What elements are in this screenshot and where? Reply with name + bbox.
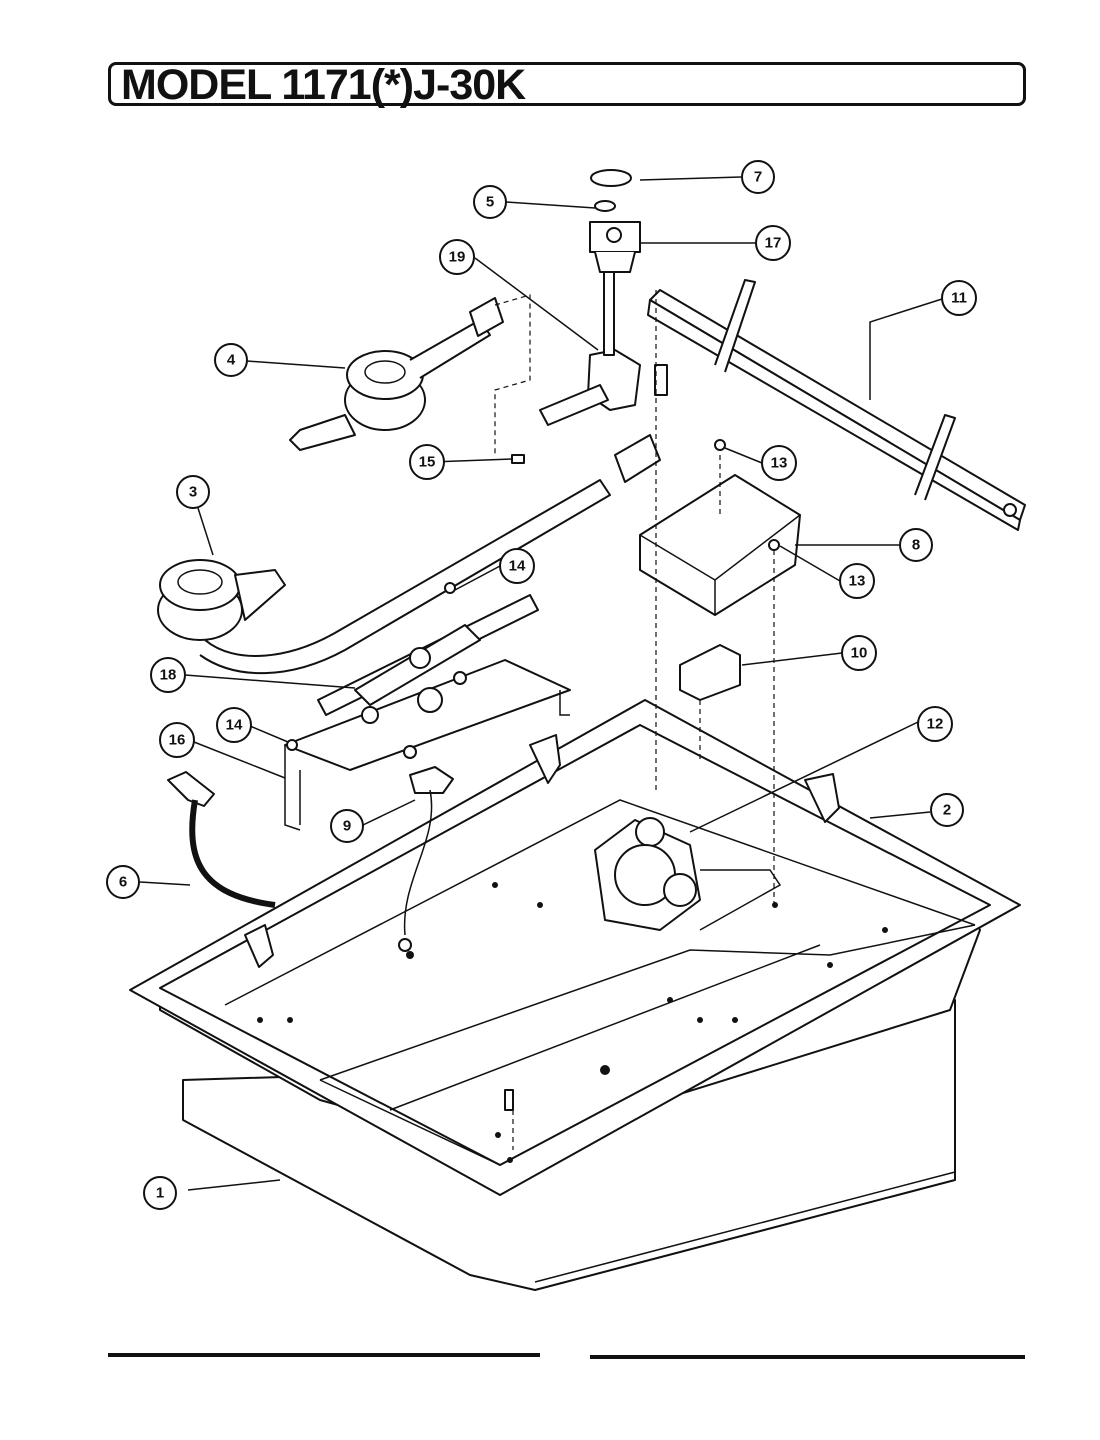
svg-text:13: 13 (849, 573, 866, 590)
svg-text:18: 18 (160, 667, 177, 684)
svg-text:17: 17 (765, 235, 782, 252)
svg-text:14: 14 (509, 558, 526, 575)
callout-4: 4 (214, 343, 248, 377)
power-cord (167, 771, 276, 908)
callout-11: 11 (941, 280, 977, 316)
manifold (647, 279, 1026, 531)
svg-text:15: 15 (419, 454, 436, 471)
svg-text:16: 16 (169, 732, 186, 749)
svg-text:10: 10 (851, 645, 868, 662)
knob-bracket (589, 221, 641, 273)
burner-box (129, 699, 1021, 1196)
callout-2: 2 (930, 793, 964, 827)
flat-washer (590, 169, 632, 187)
cover-box (639, 474, 801, 616)
washer (594, 200, 616, 212)
callout-16: 16 (159, 722, 195, 758)
callout-10: 10 (841, 635, 877, 671)
title-box: MODEL 1171(*)J-30K (108, 61, 1026, 109)
svg-text:12: 12 (927, 716, 944, 733)
callout-14-bottom: 14 (216, 707, 252, 743)
rear-burner (289, 297, 504, 451)
callout-1: 1 (143, 1176, 177, 1210)
pressure-regulator (594, 817, 782, 931)
callout-18: 18 (150, 657, 186, 693)
callout-7: 7 (741, 160, 775, 194)
callout-3: 3 (176, 475, 210, 509)
callout-17: 17 (755, 225, 791, 261)
front-burner (157, 434, 661, 675)
callout-15: 15 (409, 444, 445, 480)
callout-14-top: 14 (499, 548, 535, 584)
svg-text:1: 1 (156, 1185, 164, 1202)
svg-text:13: 13 (771, 455, 788, 472)
svg-text:14: 14 (226, 717, 243, 734)
svg-text:11: 11 (951, 290, 967, 307)
svg-text:6: 6 (119, 874, 127, 891)
callout-13-bottom: 13 (839, 563, 875, 599)
callout-13-top: 13 (761, 445, 797, 481)
connector (679, 644, 741, 701)
callout-19: 19 (439, 239, 475, 275)
crossover-tube (317, 594, 539, 716)
svg-text:3: 3 (189, 484, 197, 501)
assembly-lines (494, 290, 775, 1150)
callout-9: 9 (330, 809, 364, 843)
gas-valve (539, 254, 668, 426)
callout-6: 6 (106, 865, 140, 899)
svg-text:7: 7 (754, 169, 762, 186)
svg-text:4: 4 (227, 352, 236, 369)
callout-12: 12 (917, 706, 953, 742)
burner-bracket (284, 659, 571, 831)
svg-text:2: 2 (943, 802, 951, 819)
leader-lines (139, 176, 943, 1191)
svg-text:9: 9 (343, 818, 351, 835)
callout-5: 5 (473, 185, 507, 219)
callout-8: 8 (899, 528, 933, 562)
svg-text:8: 8 (912, 537, 920, 554)
page-title: MODEL 1171(*)J-30K (121, 61, 526, 109)
screws (286, 439, 780, 751)
svg-text:19: 19 (449, 249, 466, 266)
ground-clip (398, 766, 454, 952)
svg-text:5: 5 (486, 194, 494, 211)
